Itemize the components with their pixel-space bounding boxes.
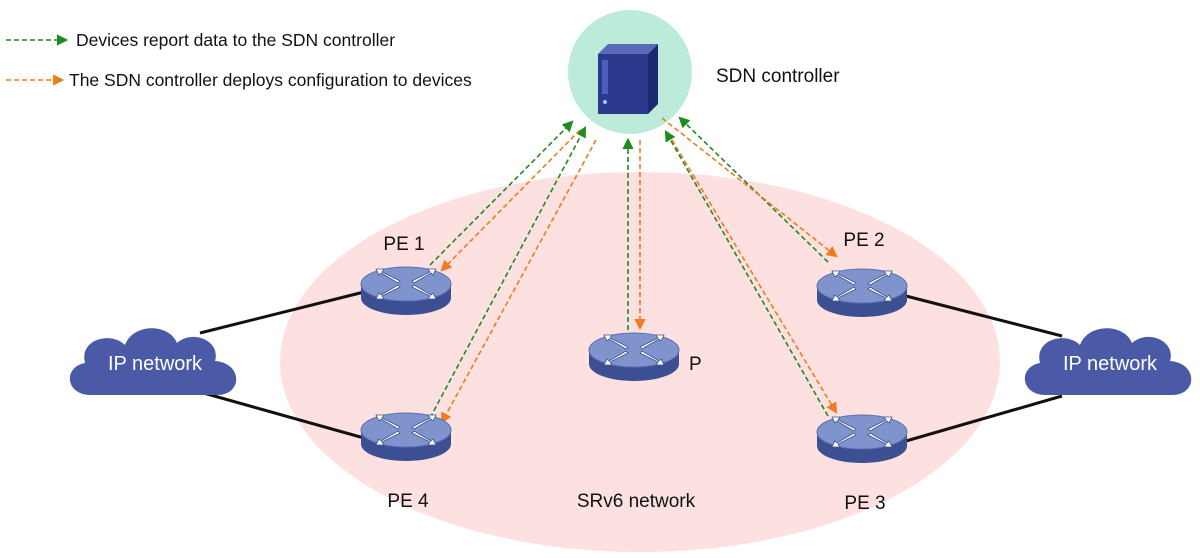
legend-report-text: Devices report data to the SDN controlle… <box>76 30 395 50</box>
router-pe1 <box>360 266 452 316</box>
report-arrow-pe1 <box>429 120 574 266</box>
deploy-arrow-pe3 <box>671 139 838 414</box>
report-arrows <box>429 116 829 419</box>
router-icon <box>588 332 680 382</box>
pe4-label: PE 4 <box>387 491 429 512</box>
router-pe2 <box>816 268 908 318</box>
network-label: SRv6 network <box>577 491 696 512</box>
cloud-right-label: IP network <box>1063 353 1158 375</box>
router-icon <box>360 266 452 316</box>
report-arrow-pe4 <box>429 126 587 419</box>
router-icon <box>816 268 908 318</box>
report-arrow-pe2 <box>678 116 829 263</box>
router-pe3 <box>816 414 908 464</box>
pe2-label: PE 2 <box>843 230 884 251</box>
deploy-arrow-pe1 <box>440 129 581 272</box>
router-p <box>588 332 680 382</box>
router-icon <box>816 414 908 464</box>
deploy-arrows <box>440 117 838 424</box>
cloud-left-label: IP network <box>108 353 203 375</box>
legend: Devices report data to the SDN controlle… <box>6 30 472 90</box>
links <box>199 290 1063 443</box>
report-arrow-pe3 <box>664 130 829 417</box>
link-left-cloud-pe1 <box>199 290 365 335</box>
deploy-arrow-pe4 <box>440 139 597 424</box>
link-pe2-right-cloud <box>905 294 1063 338</box>
legend-deploy-text: The SDN controller deploys configuration… <box>69 70 472 90</box>
p-label: P <box>689 354 702 375</box>
pe1-label: PE 1 <box>383 234 424 255</box>
deploy-arrow-pe2 <box>661 117 838 258</box>
server-icon <box>598 44 658 114</box>
controller-label: SDN controller <box>716 66 840 87</box>
router-icon <box>360 412 452 462</box>
link-left-cloud-pe4 <box>199 390 365 440</box>
router-pe4 <box>360 412 452 462</box>
link-pe3-right-cloud <box>905 394 1063 443</box>
pe3-label: PE 3 <box>844 493 885 514</box>
